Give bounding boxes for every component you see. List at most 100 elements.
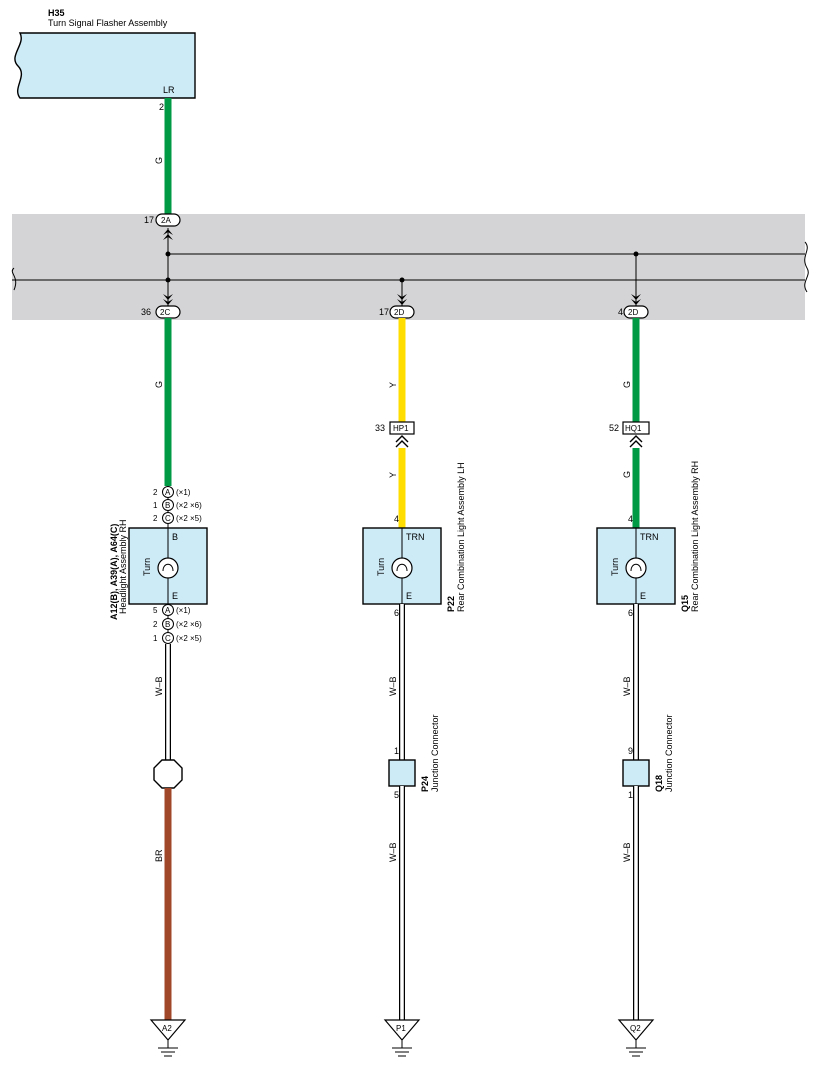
connector-2D-right[interactable]: 2D bbox=[623, 294, 649, 319]
connector-2D-middle[interactable]: 2D bbox=[389, 294, 415, 319]
middle-inner-label: Turn bbox=[376, 558, 386, 576]
svg-text:2: 2 bbox=[153, 620, 158, 629]
flasher-assembly[interactable]: H35 Turn Signal Flasher Assembly LR bbox=[14, 8, 196, 99]
right-inner-label: Turn bbox=[610, 558, 620, 576]
q18-name: Junction Connector bbox=[664, 714, 674, 792]
q18-code: Q18 bbox=[654, 775, 664, 792]
junction-connector-P24[interactable] bbox=[388, 759, 416, 787]
svg-text:2: 2 bbox=[153, 514, 158, 523]
junction-top-pin: 17 bbox=[144, 215, 154, 225]
connector-2A-label: 2A bbox=[161, 216, 171, 225]
svg-text:(×1): (×1) bbox=[176, 488, 191, 497]
wire-color-left-wb: W–B bbox=[154, 676, 164, 696]
middle-pin-out: 6 bbox=[394, 608, 399, 618]
ground-P1[interactable]: P1 bbox=[383, 1019, 421, 1057]
junction-connector-Q18[interactable] bbox=[622, 759, 650, 787]
filament-icon bbox=[396, 563, 408, 572]
bulb-icon bbox=[625, 557, 647, 579]
connector-arrow-down bbox=[631, 294, 641, 300]
rear-lh-name: Rear Combination Light Assembly LH bbox=[456, 462, 466, 612]
wire-color-left-br: BR bbox=[154, 849, 164, 862]
connector-HP1-label: HP1 bbox=[393, 424, 409, 433]
connector-2D-label: 2D bbox=[628, 308, 638, 317]
svg-text:(×2 ×5): (×2 ×5) bbox=[176, 634, 202, 643]
filament-icon bbox=[630, 563, 642, 572]
ground-A2-label: A2 bbox=[162, 1024, 172, 1033]
headlight-code: A12(B), A39(A), A64(C) bbox=[109, 524, 119, 620]
wire-color-right-2: G bbox=[622, 471, 632, 478]
rear-light-rh[interactable]: TRN E Turn bbox=[596, 527, 676, 605]
left-pin-C-in: C 2 (×2 ×5) bbox=[153, 512, 202, 524]
svg-text:5: 5 bbox=[153, 606, 158, 615]
svg-text:C: C bbox=[165, 634, 171, 643]
right-terminal-top: TRN bbox=[640, 532, 659, 542]
left-pin-A-out: A 5 (×1) bbox=[153, 604, 191, 616]
ground-P1-label: P1 bbox=[396, 1024, 406, 1033]
junction-dot bbox=[165, 277, 171, 283]
splice-point-icon bbox=[153, 759, 183, 789]
svg-text:(×2 ×6): (×2 ×6) bbox=[176, 501, 202, 510]
svg-text:B: B bbox=[165, 620, 170, 629]
middle-jb-pin: 17 bbox=[379, 307, 389, 317]
flasher-pin: 2 bbox=[159, 102, 164, 112]
connector-HQ1[interactable]: HQ1 bbox=[622, 421, 650, 448]
right-jb-pin: 4 bbox=[618, 307, 623, 317]
connector-2A[interactable]: 2A bbox=[155, 213, 181, 240]
ground-Q2[interactable]: Q2 bbox=[617, 1019, 655, 1057]
wire-color-right-wb-2: W–B bbox=[622, 842, 632, 862]
connector-arrow-down bbox=[397, 294, 407, 300]
svg-text:(×2 ×6): (×2 ×6) bbox=[176, 620, 202, 629]
svg-text:2: 2 bbox=[153, 488, 158, 497]
connector-arrow-down bbox=[397, 299, 407, 305]
left-pin-B-out: B 2 (×2 ×6) bbox=[153, 618, 202, 630]
wire-color-left: G bbox=[154, 381, 164, 388]
svg-text:B: B bbox=[165, 501, 170, 510]
middle-terminal-top: TRN bbox=[406, 532, 425, 542]
svg-text:(×1): (×1) bbox=[176, 606, 191, 615]
left-pin-B-in: B 1 (×2 ×6) bbox=[153, 499, 202, 511]
left-pin-A-in: A 2 (×1) bbox=[153, 486, 191, 498]
svg-text:C: C bbox=[165, 514, 171, 523]
left-inner-label: Turn bbox=[142, 558, 152, 576]
connector-2C[interactable]: 2C bbox=[155, 294, 181, 319]
filament-icon bbox=[162, 563, 174, 572]
headlight-name: Headlight Assembly RH bbox=[118, 519, 128, 614]
connector-arrow-down bbox=[163, 299, 173, 305]
junction-block bbox=[12, 214, 805, 320]
middle-terminal-bottom: E bbox=[406, 591, 412, 601]
junction-dot bbox=[399, 277, 405, 283]
rear-light-lh[interactable]: TRN E Turn bbox=[362, 527, 442, 605]
left-jb-pin: 36 bbox=[141, 307, 151, 317]
right-jc-pin-in: 9 bbox=[628, 746, 633, 756]
ground-A2[interactable]: A2 bbox=[149, 1019, 187, 1057]
flasher-terminal: LR bbox=[163, 85, 175, 95]
connector-HP1[interactable]: HP1 bbox=[389, 421, 415, 448]
svg-text:(×2 ×5): (×2 ×5) bbox=[176, 514, 202, 523]
rear-rh-name: Rear Combination Light Assembly RH bbox=[690, 461, 700, 612]
middle-inline-pin: 33 bbox=[375, 423, 385, 433]
wire-color-flasher: G bbox=[154, 157, 164, 164]
middle-pin-in: 4 bbox=[394, 514, 399, 524]
svg-text:1: 1 bbox=[153, 501, 158, 510]
wire-color-middle-2: Y bbox=[388, 472, 398, 478]
wire-color-middle-1: Y bbox=[388, 382, 398, 388]
middle-jc-pin-in: 1 bbox=[394, 746, 399, 756]
bus-break-left bbox=[11, 267, 17, 291]
bus-break-right bbox=[804, 241, 809, 293]
svg-text:A: A bbox=[165, 488, 171, 497]
flasher-code: H35 bbox=[48, 8, 65, 18]
middle-jc-pin-out: 5 bbox=[394, 790, 399, 800]
right-pin-in: 4 bbox=[628, 514, 633, 524]
wire-color-right-wb-1: W–B bbox=[622, 676, 632, 696]
headlight-assembly-rh[interactable]: B E Turn bbox=[128, 527, 208, 605]
svg-text:1: 1 bbox=[153, 634, 158, 643]
ground-Q2-label: Q2 bbox=[630, 1024, 641, 1033]
left-terminal-bottom: E bbox=[172, 591, 178, 601]
connector-arrow-up bbox=[163, 229, 173, 235]
wire-color-right-1: G bbox=[622, 381, 632, 388]
connector-2D-label: 2D bbox=[394, 308, 404, 317]
junction-dot bbox=[633, 251, 639, 257]
connector-HQ1-label: HQ1 bbox=[625, 424, 642, 433]
rear-lh-code: P22 bbox=[446, 596, 456, 612]
